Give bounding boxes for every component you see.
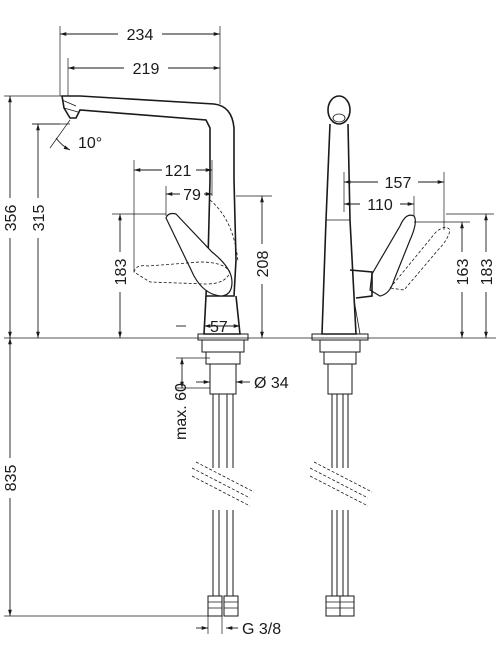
front-fitting-left <box>325 595 341 617</box>
dim-356-label: 356 <box>3 205 20 232</box>
dim-315-label: 315 <box>31 205 48 232</box>
lever-swing-arc <box>209 199 239 263</box>
housing-line <box>353 299 361 335</box>
front-thread-ring <box>323 351 357 365</box>
dim-79-label: 79 <box>183 187 201 204</box>
dim-110-label: 110 <box>367 197 393 214</box>
mount-shank <box>209 363 237 395</box>
fitting-right <box>223 595 239 617</box>
body-column <box>321 123 357 335</box>
dim-183-right-label: 183 <box>479 259 496 286</box>
break-mark-right <box>309 461 373 507</box>
spout-outline <box>61 95 237 297</box>
aerator-outlet <box>332 113 346 123</box>
front-lever <box>369 214 416 297</box>
fitting-knurl <box>208 601 238 609</box>
thread-ring <box>205 351 241 365</box>
front-mount-nut <box>319 339 361 353</box>
dim-835-label: 835 <box>3 465 20 492</box>
dimensions-left: 234 219 10° 121 79 356 315 <box>0 24 496 638</box>
dim-183-left-label: 183 <box>113 259 130 286</box>
mount-nut <box>201 339 245 353</box>
dim-163-label: 163 <box>455 259 472 286</box>
front-fitting-knurl <box>326 601 354 609</box>
dim-34-label: Ø 34 <box>254 375 289 392</box>
spout-aerator <box>61 99 79 113</box>
handle-housing <box>349 269 373 299</box>
side-view <box>61 95 255 617</box>
dim-g38-label: G 3/8 <box>242 621 281 638</box>
front-shank <box>327 363 353 395</box>
dim-219-label: 219 <box>133 61 160 78</box>
dim-157-label: 157 <box>385 175 412 192</box>
spout-head <box>327 95 351 125</box>
dimensions-right: 157 110 163 183 <box>343 172 496 338</box>
dim-10deg-label: 10° <box>78 135 102 152</box>
front-view <box>309 95 451 617</box>
front-base-plate <box>311 333 369 341</box>
dim-234-label: 234 <box>127 27 154 44</box>
dim-121-label: 121 <box>165 163 192 180</box>
fitting-left <box>207 595 223 617</box>
lever-handle <box>165 212 233 297</box>
break-mark-left <box>191 461 255 507</box>
front-fitting-right <box>339 595 355 617</box>
lever-open-position <box>133 261 231 285</box>
dim-57-label: 57 <box>210 319 228 336</box>
dim-208-label: 208 <box>255 251 272 278</box>
dim-60-label: max. 60 <box>173 383 190 440</box>
front-lever-open <box>389 227 451 291</box>
